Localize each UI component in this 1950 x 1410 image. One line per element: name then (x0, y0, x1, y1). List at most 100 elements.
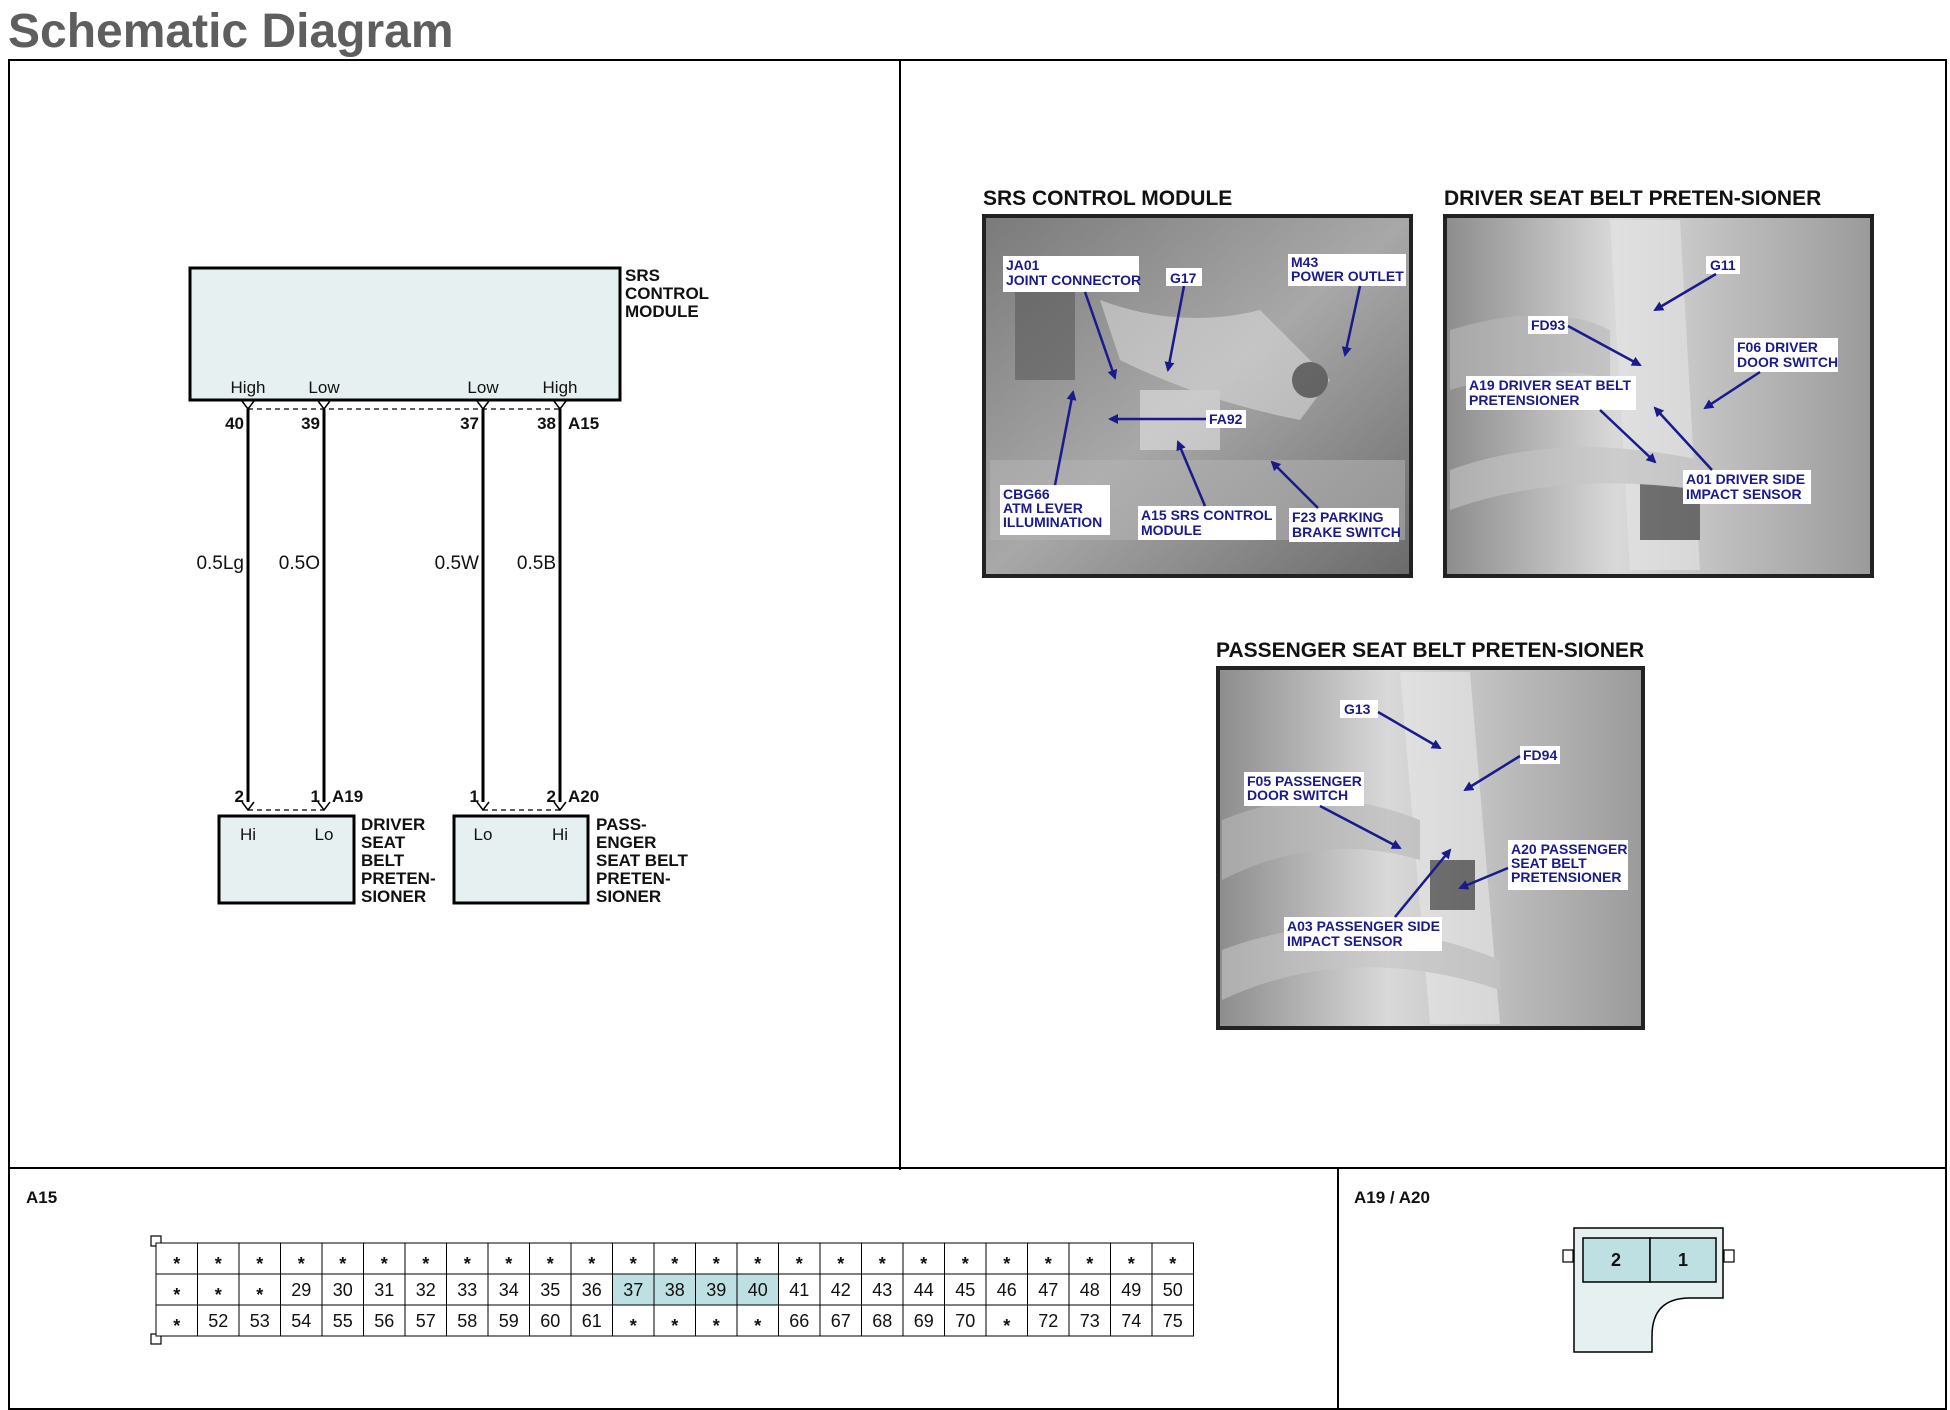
connector-a15-pin-label: * (1128, 1254, 1135, 1274)
connector-a15-pin-label: * (1003, 1316, 1010, 1336)
svg-text:PRETENSIONER: PRETENSIONER (1511, 869, 1621, 885)
svg-text:FD93: FD93 (1531, 317, 1565, 333)
connector-a15-cell (321, 1242, 364, 1275)
connector-a15-cell (238, 1242, 281, 1275)
connector-a15-pin-label: 49 (1121, 1280, 1141, 1300)
connector-a15-pin-label: 32 (416, 1280, 436, 1300)
connector-a15-cell (695, 1304, 738, 1337)
connector-a15-pin-label: * (464, 1254, 471, 1274)
connector-a15-pin-label: 45 (955, 1280, 975, 1300)
connector-a15-cell (695, 1273, 738, 1306)
connector-a15-cell (197, 1242, 240, 1275)
connector-a15-cell (736, 1242, 779, 1275)
connector-a15-cell (155, 1273, 198, 1306)
srs-photo-title: SRS CONTROL MODULE (983, 187, 1232, 210)
connector-a15-pin-label: * (173, 1285, 180, 1305)
connector-a19-a20-pin-2 (1582, 1237, 1651, 1283)
svg-text:MODULE: MODULE (1141, 522, 1202, 538)
module-pin-label-low-1: Low (308, 378, 340, 397)
svg-text:DOOR SWITCH: DOOR SWITCH (1247, 787, 1348, 803)
connector-a15-cell (238, 1273, 281, 1306)
connector-a15-cell (238, 1304, 281, 1337)
svg-text:A15 SRS CONTROL: A15 SRS CONTROL (1141, 507, 1273, 523)
connector-a15-pin-label: 39 (706, 1280, 726, 1300)
srs-callout-f23: F23 PARKING BRAKE SWITCH (1270, 460, 1401, 542)
connector-a15-pin-label: 53 (250, 1311, 270, 1331)
connector-a15-cell (653, 1304, 696, 1337)
module-label-line3: MODULE (625, 302, 699, 321)
connector-a15-pin-label: 70 (955, 1311, 975, 1331)
connector-a19-a20-label: A19 / A20 (1354, 1188, 1430, 1207)
passenger-label-line4: PRETEN- (596, 869, 671, 888)
svg-text:BRAKE SWITCH: BRAKE SWITCH (1292, 524, 1401, 540)
connector-a15-pin-label: 72 (1038, 1311, 1058, 1331)
svg-text:G17: G17 (1170, 270, 1197, 286)
wiring-schematic: SRS CONTROL MODULE High Low Low High 40 … (188, 266, 709, 906)
connector-a15-cell (1027, 1242, 1070, 1275)
connector-a15-pin-label: * (1169, 1254, 1176, 1274)
driver-photo-title: DRIVER SEAT BELT PRETEN-SIONER (1444, 187, 1821, 210)
driver-label-line4: PRETEN- (361, 869, 436, 888)
svg-text:FA92: FA92 (1209, 411, 1243, 427)
driver-callout-fd93: FD93 (1528, 316, 1642, 367)
connector-a15-cell (404, 1304, 447, 1337)
connector-a15-cell (612, 1304, 655, 1337)
connector-a15-cell (612, 1273, 655, 1306)
svg-text:A03 PASSENGER SIDE: A03 PASSENGER SIDE (1287, 918, 1440, 934)
connector-a15-cell (902, 1304, 945, 1337)
passenger-label-line3: SEAT BELT (596, 851, 689, 870)
driver-callout-a19: A19 DRIVER SEAT BELT PRETENSIONER (1466, 376, 1657, 464)
srs-callout-ja01: JA01 JOINT CONNECTOR (1003, 256, 1141, 380)
connector-a15-cell (778, 1273, 821, 1306)
wire-label-0-5o: 0.5O (279, 553, 320, 574)
connector-a15-pin-label: * (173, 1254, 180, 1274)
connector-a15-pin-label: * (256, 1254, 263, 1274)
svg-text:IMPACT SENSOR: IMPACT SENSOR (1686, 486, 1802, 502)
module-pin-38: 38 (537, 414, 556, 433)
svg-text:POWER OUTLET: POWER OUTLET (1291, 268, 1404, 284)
connector-a15-pin-label: 43 (872, 1280, 892, 1300)
module-connector-id: A15 (568, 414, 599, 433)
passenger-pin-label-hi: Hi (552, 825, 568, 844)
driver-notch-1 (317, 801, 331, 812)
driver-callout-f06: F06 DRIVER DOOR SWITCH (1703, 338, 1838, 410)
pin-notch-37 (476, 400, 490, 411)
connector-a15-pin-label: 31 (374, 1280, 394, 1300)
srs-callout-g17: G17 (1164, 268, 1202, 372)
connector-a15-cell (985, 1242, 1028, 1275)
svg-text:CBG66: CBG66 (1003, 486, 1050, 502)
wire-label-0-5w: 0.5W (435, 553, 479, 574)
wire-label-0-5lg: 0.5Lg (196, 553, 244, 574)
driver-label-line1: DRIVER (361, 815, 425, 834)
driver-photo-panel: DRIVER SEAT BELT PRETEN-SIONER G11 FD93 … (1443, 187, 1874, 578)
connector-a15-pin-label: * (879, 1254, 886, 1274)
connector-a15-cell (819, 1304, 862, 1337)
passenger-photo-panel: PASSENGER SEAT BELT PRETEN-SIONER G13 FD… (1216, 639, 1645, 1030)
connector-a19-a20-pin-1 (1649, 1237, 1717, 1283)
connector-a19-a20-panel: A19 / A20 2 1 (1354, 1188, 1735, 1353)
passenger-pretensioner-box (452, 814, 590, 905)
connector-a15-pin-label: 54 (291, 1311, 311, 1331)
connector-a15-pin-label: * (837, 1254, 844, 1274)
connector-a15-label: A15 (26, 1188, 57, 1207)
connector-a15-pin-label: 33 (457, 1280, 477, 1300)
pin-notch-38 (553, 400, 567, 411)
svg-text:JA01: JA01 (1006, 257, 1040, 273)
connector-a15-pin-label: 67 (831, 1311, 851, 1331)
connector-a19-a20-pin-1-label: 1 (1678, 1250, 1688, 1270)
connector-a15-pin-label: 75 (1163, 1311, 1183, 1331)
connector-a15-pin-label: * (713, 1254, 720, 1274)
svg-text:ATM LEVER: ATM LEVER (1003, 500, 1083, 516)
connector-a15-pin-label: * (754, 1316, 761, 1336)
wire-label-0-5b: 0.5B (517, 553, 556, 574)
connector-a15-pin-label: * (671, 1254, 678, 1274)
driver-callout-g11: G11 (1653, 256, 1740, 312)
connector-a15-cell (321, 1273, 364, 1306)
connector-a15-pin-label: * (962, 1254, 969, 1274)
connector-a15-cell (155, 1242, 198, 1275)
module-label-line1: SRS (625, 266, 660, 285)
passenger-pin-label-lo: Lo (474, 825, 493, 844)
connector-a15-cell (1151, 1304, 1194, 1337)
driver-label-line2: SEAT (361, 833, 406, 852)
